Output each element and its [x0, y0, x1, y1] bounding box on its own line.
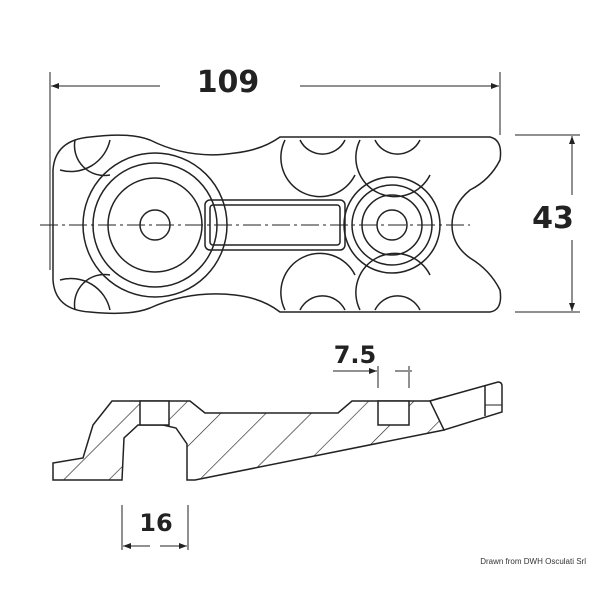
dimension-hole-offset: [333, 366, 412, 388]
dimension-hole-depth-label: 16: [139, 509, 172, 537]
dimension-hole-depth: [121, 505, 189, 550]
credit-text: Drawn from DWH Osculati Srl: [480, 557, 586, 566]
dimension-width: [515, 134, 580, 313]
dimension-width-label: 43: [532, 201, 574, 236]
top-view: [52, 134, 502, 315]
dimension-length-label: 109: [197, 65, 260, 100]
dimension-length: [49, 72, 501, 270]
dimension-hole-offset-label: 7.5: [334, 341, 377, 369]
section-view: [52, 381, 503, 481]
